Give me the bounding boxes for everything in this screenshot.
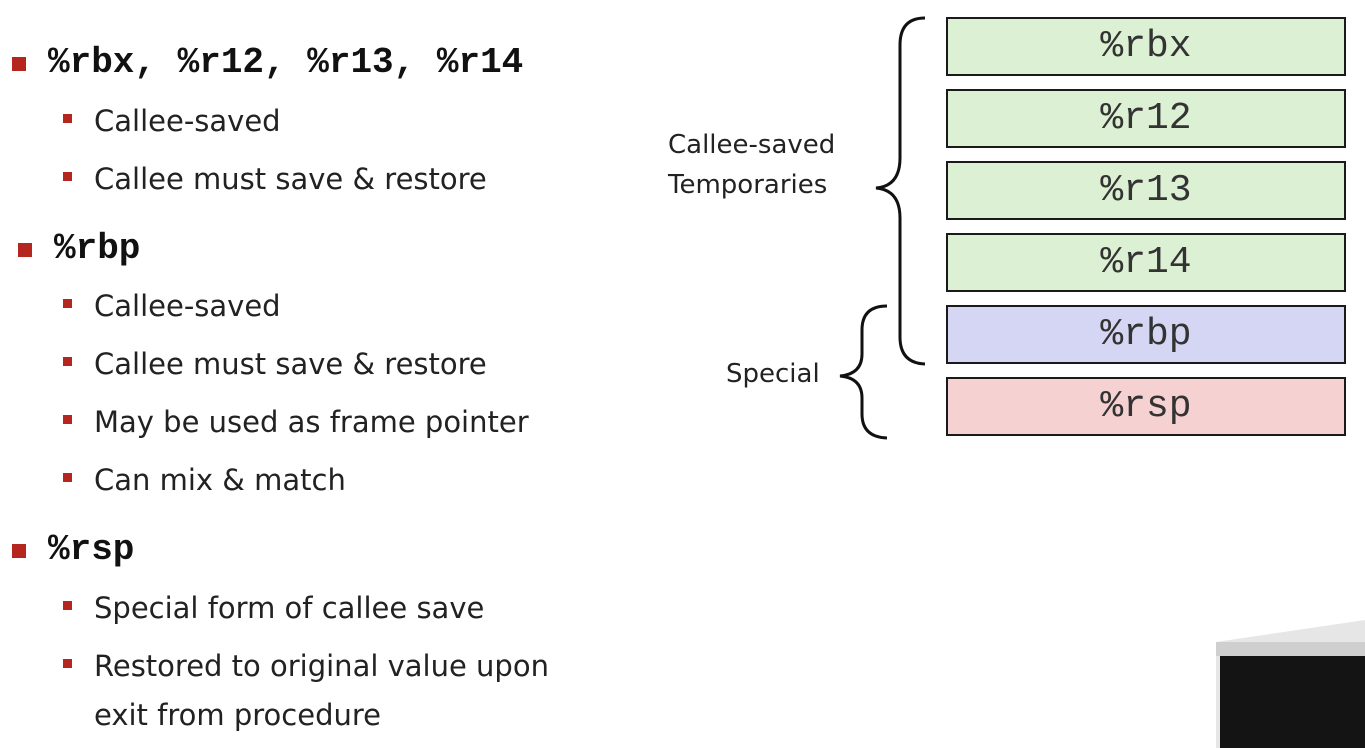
- list-item: Restored to original value upon: [94, 649, 549, 683]
- section-title-rbp: %rbp: [54, 228, 141, 269]
- video-frame-dark-region: [1220, 656, 1365, 748]
- brace-label-special: Special: [726, 359, 820, 389]
- list-item: Callee must save & restore: [94, 347, 487, 381]
- brace-label-line1: Callee-saved: [668, 130, 836, 160]
- list-item: Callee must save & restore: [94, 162, 487, 196]
- section-title-rsp: %rsp: [48, 529, 135, 570]
- item-bullet: [63, 299, 72, 308]
- register-rbp: %rbp: [946, 305, 1346, 364]
- video-frame-corner: [1216, 620, 1365, 748]
- section-bullet: [12, 544, 26, 558]
- item-bullet: [63, 473, 72, 482]
- callee-saved-brace: [875, 16, 926, 366]
- item-bullet: [63, 601, 72, 610]
- list-item: May be used as frame pointer: [94, 405, 529, 439]
- register-rsp: %rsp: [946, 377, 1346, 436]
- list-item: Special form of callee save: [94, 591, 485, 625]
- list-item-continuation: exit from procedure: [94, 698, 381, 732]
- register-r12: %r12: [946, 89, 1346, 148]
- brace-label-line2: Temporaries: [668, 170, 828, 200]
- register-rbx: %rbx: [946, 17, 1346, 76]
- item-bullet: [63, 357, 72, 366]
- item-bullet: [63, 114, 72, 123]
- section-bullet: [12, 57, 26, 71]
- register-r14: %r14: [946, 233, 1346, 292]
- register-r13: %r13: [946, 161, 1346, 220]
- item-bullet: [63, 172, 72, 181]
- item-bullet: [63, 659, 72, 668]
- list-item: Can mix & match: [94, 463, 346, 497]
- list-item: Callee-saved: [94, 289, 281, 323]
- list-item: Callee-saved: [94, 104, 281, 138]
- section-bullet: [18, 243, 32, 257]
- special-brace: [839, 304, 888, 440]
- section-title-callee-saved-temps: %rbx, %r12, %r13, %r14: [48, 42, 524, 83]
- brace-label-callee-saved: Callee-saved Temporaries: [668, 125, 835, 205]
- item-bullet: [63, 415, 72, 424]
- video-frame-edge: [1216, 642, 1365, 656]
